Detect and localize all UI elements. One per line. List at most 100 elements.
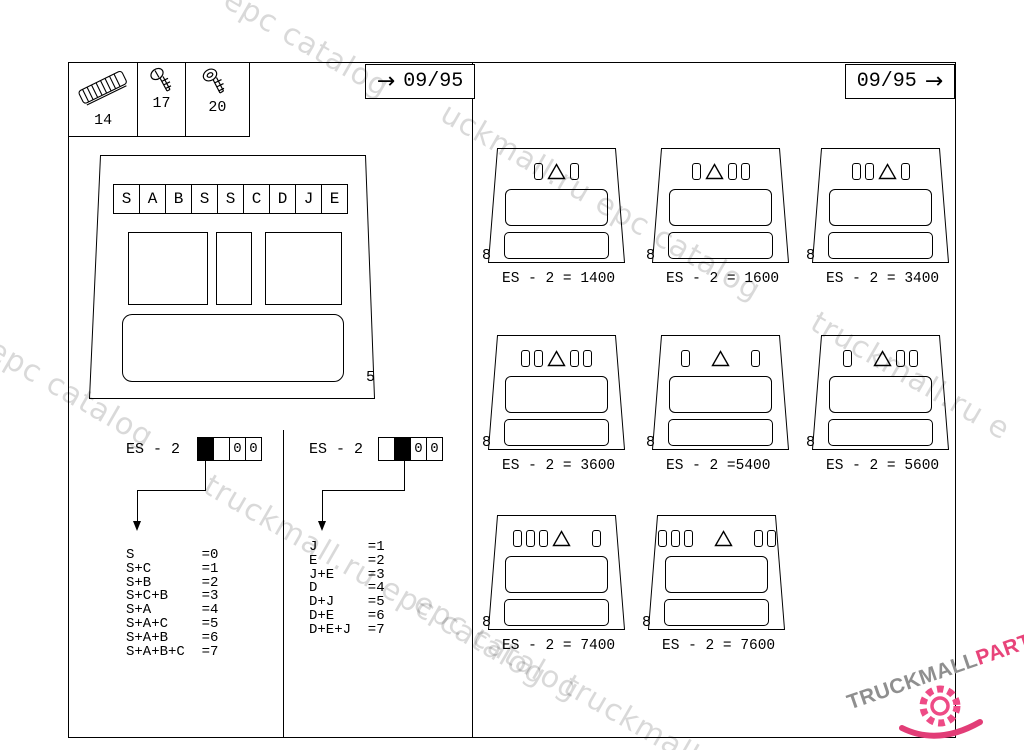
switch-combo: D+E	[309, 607, 335, 624]
tray-slot	[664, 599, 769, 626]
combo-value: =2	[367, 552, 385, 569]
combo-value: =6	[367, 607, 385, 624]
switch-combo: S+A+C	[126, 615, 169, 632]
pointer-arrowhead-icon	[133, 521, 141, 531]
switch-icon-row	[488, 527, 625, 547]
switch-combo: D+E+J	[309, 621, 352, 638]
switch-icon-row	[812, 347, 949, 367]
switch-blank-icon	[570, 350, 579, 367]
terminal-strip-icon	[78, 70, 127, 106]
radio-slot	[669, 376, 772, 413]
panel-outline	[652, 335, 789, 450]
panel-outline	[652, 148, 789, 263]
code-digit-cell: 0	[245, 437, 262, 461]
panel-outline	[812, 335, 949, 450]
drawing-border	[68, 62, 956, 738]
panel-outline	[812, 148, 949, 263]
code-value-row: J+E=3	[309, 566, 385, 583]
pointer-line	[205, 461, 206, 490]
code-value-row: S+B =2	[126, 574, 219, 591]
es2-label-left: ES - 2	[126, 441, 181, 458]
pointer-line	[322, 490, 405, 491]
revision-date-text: 09/95	[856, 70, 917, 93]
code-digit-cell: 0	[426, 437, 443, 461]
code-value-row: S =0	[126, 547, 219, 563]
panel-caption: ES - 2 = 5600	[826, 458, 940, 474]
switch-blank-icon	[766, 530, 776, 547]
switch-blank-icon	[851, 163, 861, 180]
radio-slot	[829, 376, 932, 413]
panel-outline	[488, 335, 625, 450]
switch-blank-icon	[843, 350, 852, 367]
pointer-line	[404, 461, 405, 490]
combo-value: =2	[201, 574, 219, 591]
switch-blank-icon	[681, 350, 690, 367]
switch-icon-row	[652, 160, 789, 180]
combo-value: =4	[201, 602, 219, 619]
code-value-row: S+A+B+C=7	[126, 643, 218, 660]
screw-icon	[202, 68, 224, 94]
code-value-row: S+C+B=3	[126, 589, 218, 604]
console-letter-cell: E	[321, 184, 348, 214]
switch-combo: E	[309, 552, 318, 569]
switch-blank-icon	[864, 163, 874, 180]
switch-combo: S	[126, 547, 135, 563]
combo-value: =0	[201, 547, 219, 563]
combo-value: =1	[201, 560, 219, 577]
switch-combo: S+C	[126, 560, 152, 577]
switch-combo: J+E	[309, 566, 335, 583]
hazard-triangle-icon	[547, 163, 566, 180]
pointer-line	[137, 490, 206, 491]
console-letter-cell: D	[269, 184, 296, 214]
switch-combo: S+B	[126, 574, 152, 591]
combo-value: =1	[367, 539, 385, 555]
switch-blank-icon	[534, 163, 543, 180]
revision-date-text: 09/95	[403, 70, 464, 93]
switch-combo: S+A	[126, 602, 152, 619]
part-number: 17	[152, 95, 171, 112]
switch-gap	[697, 546, 710, 547]
switch-blank-icon	[570, 163, 579, 180]
console-letter-cell: J	[295, 184, 322, 214]
switch-blank-icon	[727, 163, 737, 180]
switch-blank-icon	[657, 530, 667, 547]
console-letter-cell: A	[139, 184, 166, 214]
panel-outline	[648, 515, 785, 630]
switch-gap	[737, 546, 750, 547]
pointer-line	[137, 490, 138, 522]
console-slot-right	[265, 232, 342, 305]
combo-value: =5	[201, 615, 219, 632]
panel-caption: ES - 2 = 1400	[502, 271, 616, 287]
panel-caption: ES - 2 = 1600	[666, 271, 780, 287]
hazard-triangle-icon	[704, 163, 724, 180]
switch-blank-icon	[753, 530, 763, 547]
panel-outline	[488, 148, 625, 263]
code-value-row: S+C =1	[126, 560, 219, 577]
switch-blank-icon	[512, 530, 522, 547]
radio-slot	[505, 376, 608, 413]
switch-blank-icon	[538, 530, 548, 547]
switch-combo: S+A+B+C	[126, 643, 185, 660]
radio-slot	[669, 189, 772, 226]
combo-value: =6	[201, 629, 219, 646]
panel-item-number: 8	[482, 434, 492, 451]
radio-slot	[505, 189, 608, 226]
part-item-20: 20	[186, 63, 249, 136]
switch-gap	[856, 366, 869, 367]
hazard-triangle-icon	[877, 163, 897, 180]
column-divider-line	[472, 62, 473, 738]
console-slot-bottom	[122, 314, 344, 382]
tray-slot	[668, 419, 773, 446]
switch-combo: S+A+B	[126, 629, 169, 646]
switch-blank-icon	[521, 350, 530, 367]
